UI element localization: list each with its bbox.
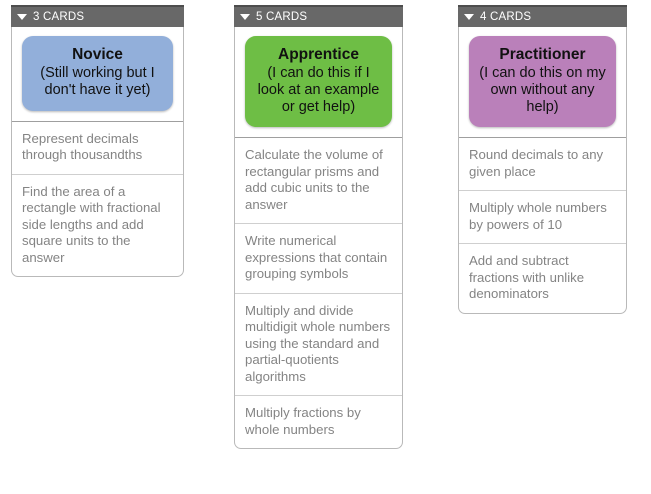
- list-item[interactable]: Round decimals to any given place: [459, 137, 626, 190]
- caret-down-icon[interactable]: [464, 14, 474, 20]
- tile-wrapper: Novice (Still working but I don't have i…: [12, 27, 183, 121]
- column-card-count: 3 CARDS: [33, 11, 85, 23]
- level-title: Apprentice: [278, 46, 359, 63]
- column-body-novice: Novice (Still working but I don't have i…: [11, 27, 184, 278]
- column-header-novice[interactable]: 3 CARDS: [11, 5, 184, 27]
- level-tile-practitioner[interactable]: Practitioner (I can do this on my own wi…: [469, 36, 616, 128]
- caret-down-icon[interactable]: [240, 14, 250, 20]
- list-item[interactable]: Add and subtract fractions with unlike d…: [459, 243, 626, 313]
- column-novice: 3 CARDS Novice (Still working but I don'…: [11, 5, 184, 278]
- list-item[interactable]: Write numerical expressions that contain…: [235, 223, 402, 293]
- level-title: Novice: [72, 46, 123, 63]
- column-apprentice: 5 CARDS Apprentice (I can do this if I l…: [234, 5, 403, 450]
- card-list-practitioner: Round decimals to any given place Multip…: [459, 137, 626, 313]
- caret-down-icon[interactable]: [17, 14, 27, 20]
- column-card-count: 4 CARDS: [480, 11, 532, 23]
- level-tile-apprentice[interactable]: Apprentice (I can do this if I look at a…: [245, 36, 392, 128]
- column-card-count: 5 CARDS: [256, 11, 308, 23]
- level-subtitle: (I can do this on my own without any hel…: [479, 64, 606, 115]
- list-item[interactable]: Find the area of a rectangle with fracti…: [12, 173, 183, 276]
- column-body-practitioner: Practitioner (I can do this on my own wi…: [458, 27, 627, 314]
- list-item[interactable]: Multiply and divide multidigit whole num…: [235, 292, 402, 396]
- level-tile-novice[interactable]: Novice (Still working but I don't have i…: [22, 36, 173, 111]
- column-header-practitioner[interactable]: 4 CARDS: [458, 5, 627, 27]
- level-subtitle: (Still working but I don't have it yet): [40, 64, 155, 98]
- list-item[interactable]: Multiply whole numbers by powers of 10: [459, 190, 626, 243]
- level-title: Practitioner: [499, 46, 586, 63]
- tile-wrapper: Practitioner (I can do this on my own wi…: [459, 27, 626, 137]
- list-item[interactable]: Represent decimals through thousandths: [12, 120, 183, 174]
- card-list-apprentice: Calculate the volume of rectangular pris…: [235, 137, 402, 448]
- card-list-novice: Represent decimals through thousandths F…: [12, 120, 183, 276]
- column-body-apprentice: Apprentice (I can do this if I look at a…: [234, 27, 403, 450]
- level-subtitle: (I can do this if I look at an example o…: [257, 64, 380, 115]
- tile-wrapper: Apprentice (I can do this if I look at a…: [235, 27, 402, 137]
- column-practitioner: 4 CARDS Practitioner (I can do this on m…: [458, 5, 627, 314]
- list-item[interactable]: Calculate the volume of rectangular pris…: [235, 137, 402, 223]
- list-item[interactable]: Multiply fractions by whole numbers: [235, 395, 402, 448]
- column-header-apprentice[interactable]: 5 CARDS: [234, 5, 403, 27]
